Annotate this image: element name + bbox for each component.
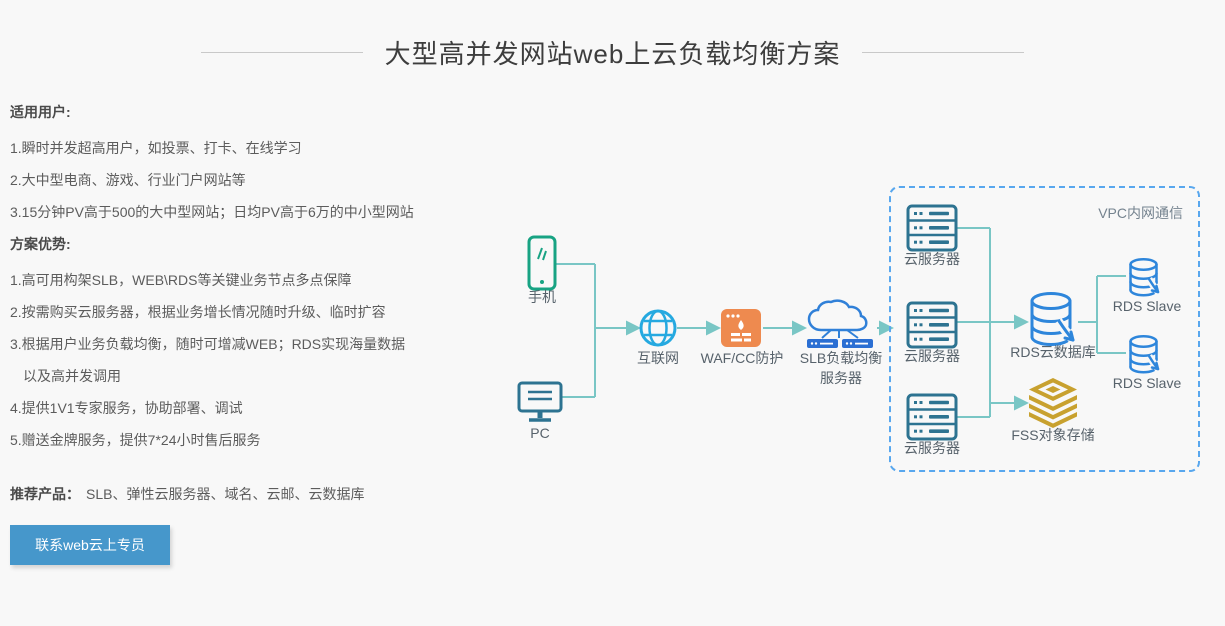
title-divider-right <box>862 52 1025 53</box>
advantages-heading: 方案优势: <box>10 236 71 252</box>
cloud-server-label: 云服务器 <box>904 348 960 364</box>
waf-label: WAF/CC防护 <box>700 350 784 366</box>
cloud-server-icon <box>906 301 958 349</box>
advantages-item-continued: 以及高并发调用 <box>23 368 121 384</box>
rds-slave-label: RDS Slave <box>1112 375 1182 391</box>
section-users: 适用用户: 1.瞬时并发超高用户，如投票、打卡、在线学习 2.大中型电商、游戏、… <box>10 105 490 219</box>
users-item: 1.瞬时并发超高用户，如投票、打卡、在线学习 <box>10 140 302 156</box>
phone-label: 手机 <box>528 289 556 305</box>
products-label: 推荐产品： <box>10 486 80 502</box>
vpc-network-box <box>889 186 1200 472</box>
slb-label-line1: SLB负载均衡 <box>799 350 883 366</box>
title-divider-left <box>200 52 363 53</box>
advantages-item: 1.高可用构架SLB，WEB\RDS等关键业务节点多点保障 <box>10 272 352 288</box>
phone-icon <box>527 235 557 291</box>
advantages-item: 5.赠送金牌服务，提供7*24小时售后服务 <box>10 432 261 448</box>
contact-specialist-button[interactable]: 联系web云上专员 <box>10 525 170 565</box>
users-heading: 适用用户: <box>10 104 71 120</box>
cloud-server-label: 云服务器 <box>904 251 960 267</box>
slb-label-line2: 服务器 <box>820 370 862 386</box>
cloud-server-label: 云服务器 <box>904 440 960 456</box>
users-item: 2.大中型电商、游戏、行业门户网站等 <box>10 172 246 188</box>
pc-icon <box>517 381 563 422</box>
waf-firewall-icon <box>721 309 761 347</box>
vpc-label: VPC内网通信 <box>1098 205 1183 221</box>
cloud-server-icon <box>906 204 958 252</box>
rds-label: RDS云数据库 <box>1010 344 1096 360</box>
cloud-server-icon <box>906 393 958 441</box>
section-advantages: 方案优势: 1.高可用构架SLB，WEB\RDS等关键业务节点多点保障 2.按需… <box>10 237 490 447</box>
left-panel: 适用用户: 1.瞬时并发超高用户，如投票、打卡、在线学习 2.大中型电商、游戏、… <box>10 105 490 565</box>
rds-database-icon <box>1030 292 1077 346</box>
advantages-item: 4.提供1V1专家服务，协助部署、调试 <box>10 400 243 416</box>
internet-label: 互联网 <box>637 350 679 366</box>
advantages-item: 3.根据用户业务负载均衡，随时可增减WEB；RDS实现海量数据 <box>10 336 406 352</box>
products-text: SLB、弹性云服务器、域名、云邮、云数据库 <box>86 486 365 502</box>
connector-lines <box>556 227 1126 418</box>
fss-object-storage-icon <box>1029 378 1077 428</box>
page-title: 大型高并发网站web上云负载均衡方案 <box>384 39 841 69</box>
pc-label: PC <box>530 425 550 441</box>
internet-globe-icon <box>639 309 677 347</box>
rds-slave-icon <box>1129 335 1161 374</box>
users-item: 3.15分钟PV高于500的大中型网站；日均PV高于6万的中小型网站 <box>10 204 414 220</box>
title-row: 大型高并发网站web上云负载均衡方案 <box>0 34 1225 71</box>
advantages-item: 2.按需购买云服务器，根据业务增长情况随时升级、临时扩容 <box>10 304 386 320</box>
rds-slave-icon <box>1129 258 1161 297</box>
fss-label: FSS对象存储 <box>1011 427 1095 443</box>
recommended-products: 推荐产品： SLB、弹性云服务器、域名、云邮、云数据库 <box>10 487 490 501</box>
rds-slave-label: RDS Slave <box>1112 298 1182 314</box>
slb-load-balancer-icon <box>807 299 873 348</box>
